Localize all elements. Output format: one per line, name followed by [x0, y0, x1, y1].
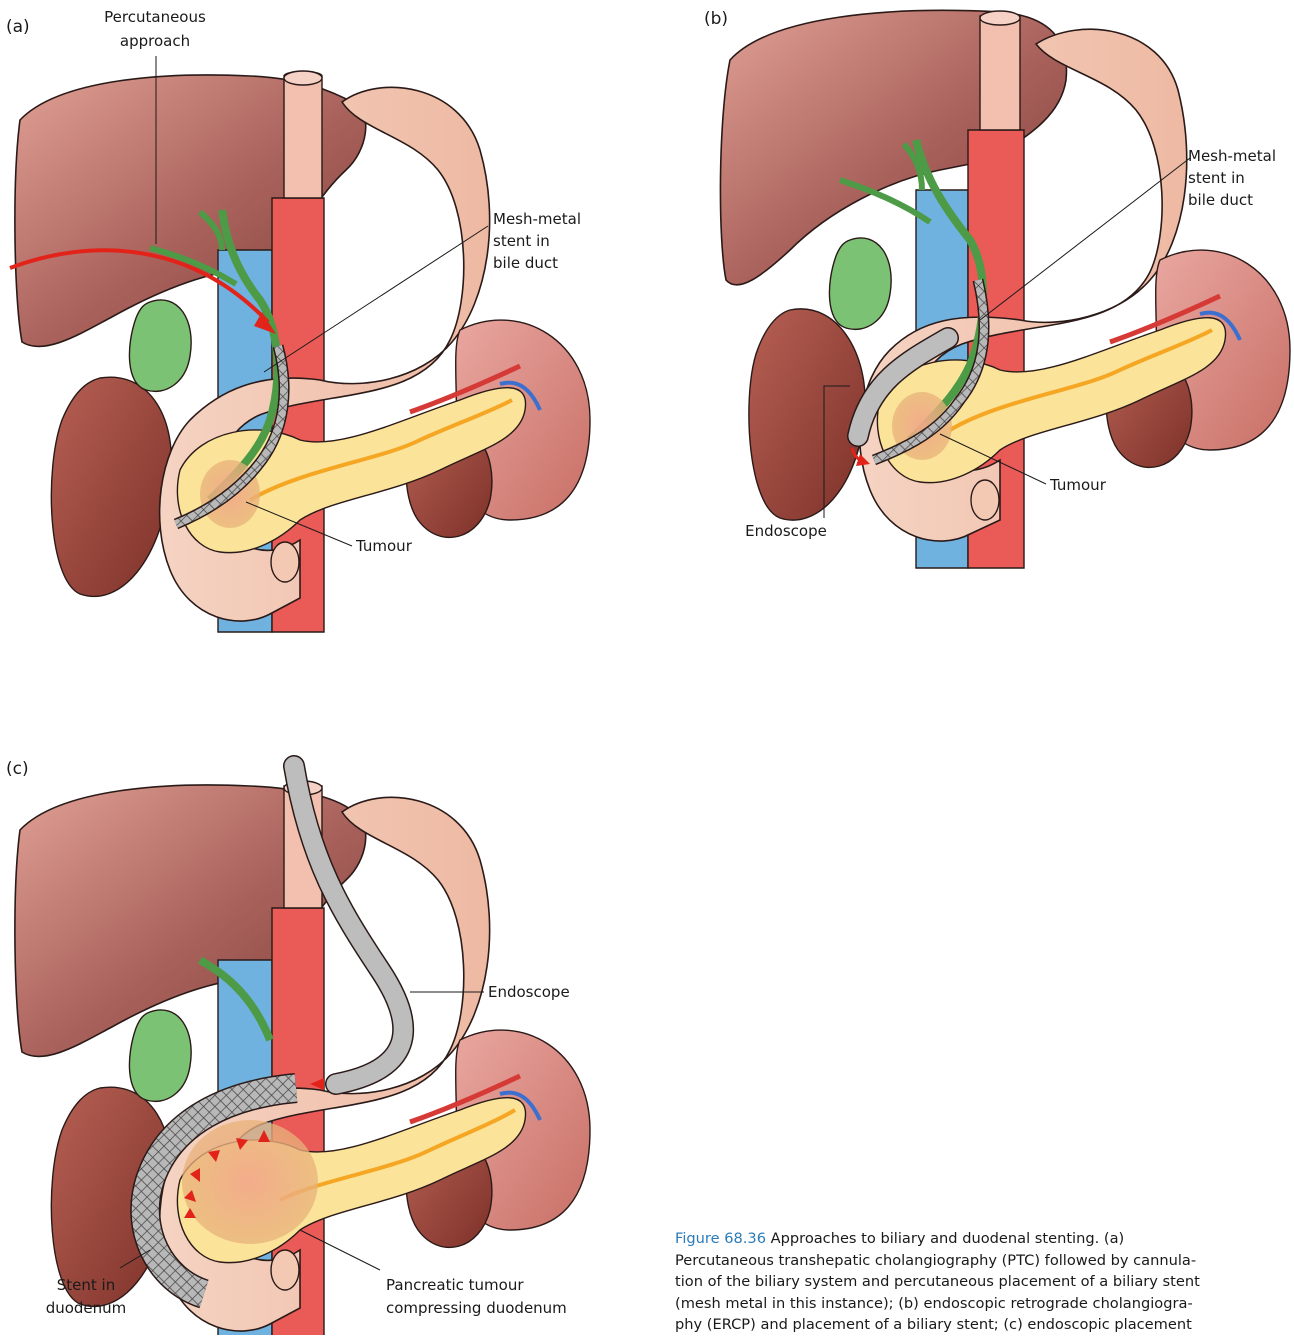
caption-line-3: tion of the biliary system and percutane… — [675, 1271, 1294, 1293]
figure-number: Figure 68.36 — [675, 1230, 766, 1247]
label-pancreatic-c-l2: compressing duodenum — [386, 1299, 567, 1317]
caption-line-2: Percutaneous transhepatic cholangiograph… — [675, 1250, 1294, 1272]
label-stent-c-l2: duodenum — [46, 1299, 127, 1317]
duodenum-opening — [271, 1250, 299, 1290]
label-pancreatic-c-l1: Pancreatic tumour — [386, 1276, 524, 1294]
label-stent-c-l1: Stent in — [57, 1276, 115, 1294]
caption-line-4: (mesh metal in this instance); (b) endos… — [675, 1293, 1294, 1315]
panel-letter-c: (c) — [6, 759, 29, 779]
label-endoscope-c: Endoscope — [488, 983, 570, 1001]
pancreatic-tumour — [182, 1120, 318, 1244]
figure-caption: Figure 68.36 Approaches to biliary and d… — [675, 1228, 1294, 1336]
caption-line-1: Figure 68.36 Approaches to biliary and d… — [675, 1228, 1294, 1250]
gallbladder — [129, 1010, 191, 1101]
caption-line-1-text: Approaches to biliary and duodenal stent… — [766, 1230, 1124, 1247]
caption-line-5: phy (ERCP) and placement of a biliary st… — [675, 1314, 1294, 1336]
